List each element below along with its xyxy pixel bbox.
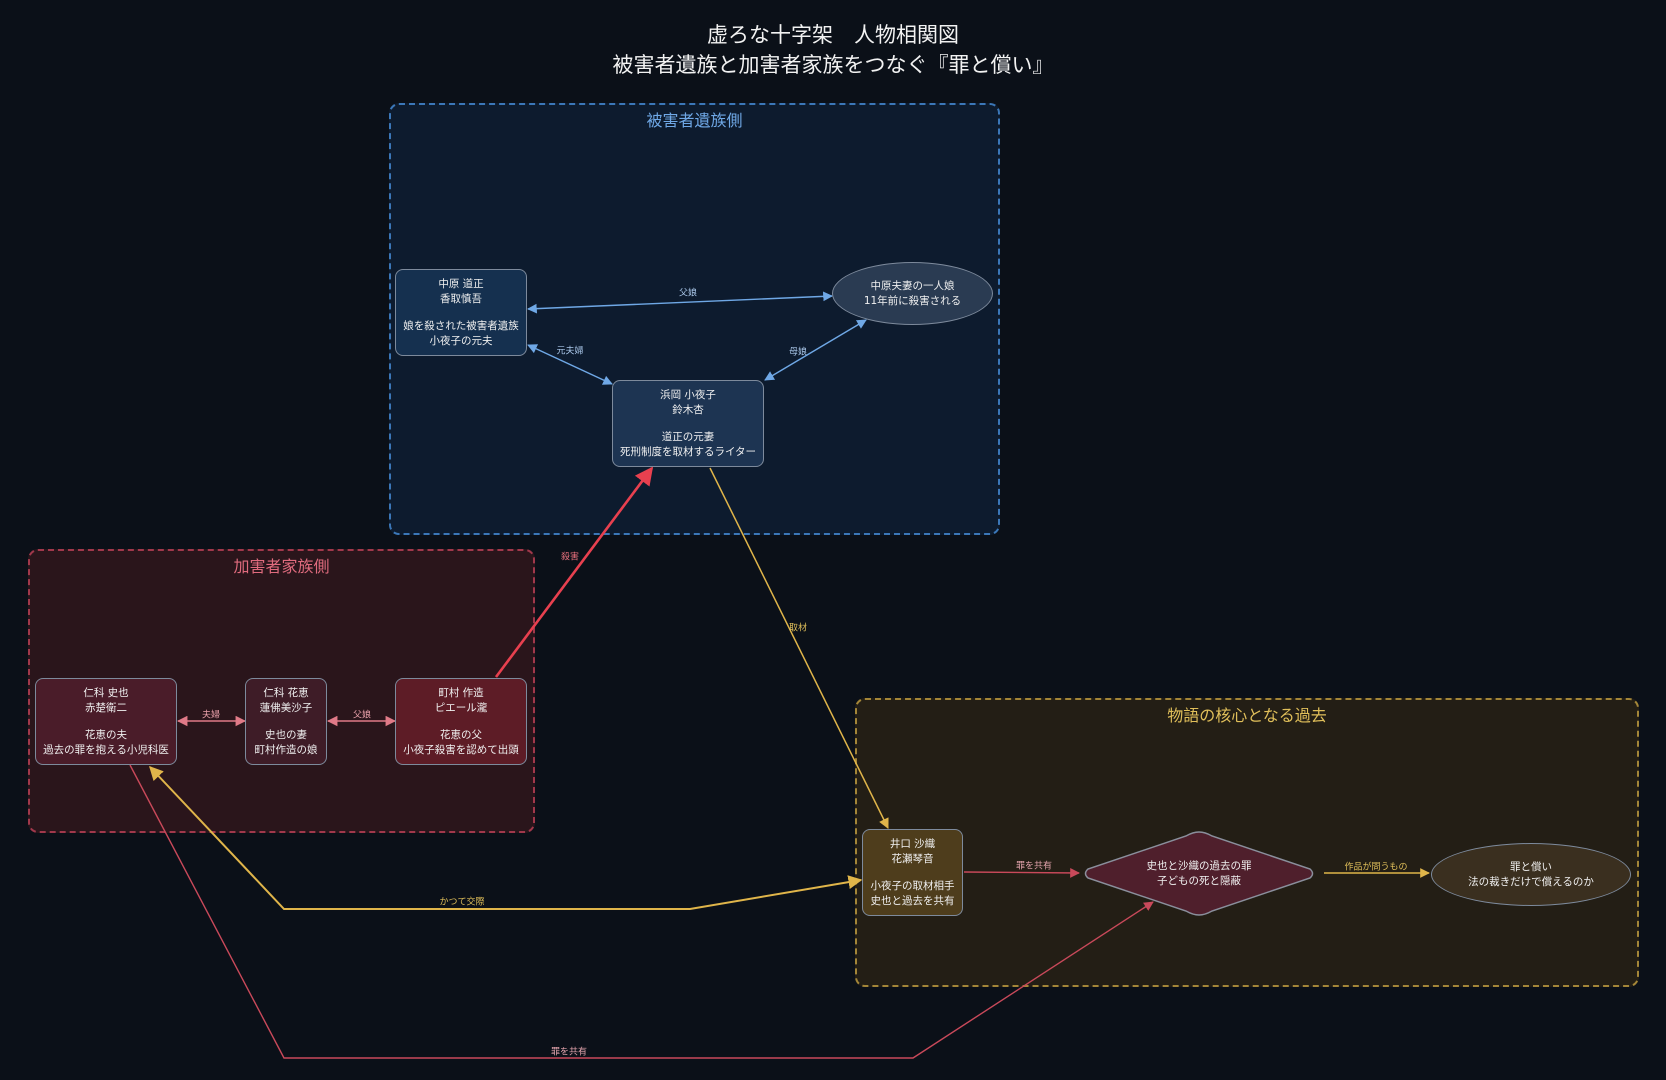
character-desc: 花恵の父 <box>440 728 482 741</box>
perp-group-label: 加害者家族側 <box>233 557 330 576</box>
edge-shared-sin-bottom <box>129 764 1154 1059</box>
character-desc: 小夜子殺害を認めて出頭 <box>403 743 519 756</box>
character-desc: 小夜子の取材相手 <box>870 879 955 892</box>
actor-name: 鈴木杏 <box>672 403 704 416</box>
node-machimura-sakuzo: 町村 作造 ピエール瀧 花恵の父 小夜子殺害を認めて出頭 <box>395 678 527 765</box>
edge-label-ex-couple: 元夫婦 <box>556 346 584 357</box>
character-desc: 史也の妻 <box>265 728 307 741</box>
edge-mother-daughter <box>764 319 867 381</box>
character-desc: 史也と過去を共有 <box>870 894 955 907</box>
edge-ex-couple <box>527 344 613 385</box>
edge-label-former-relationship: かつて交際 <box>439 897 485 908</box>
victim-group-label: 被害者遺族側 <box>646 111 743 130</box>
node-past-sin-diamond: 史也と沙織の過去の罪 子どもの死と隠蔽 <box>1082 831 1316 916</box>
edge-label-shared-sin: 罪を共有 <box>1015 861 1053 872</box>
node-hamaoka-sayoko: 浜岡 小夜子 鈴木杏 道正の元妻 死刑制度を取材するライター <box>612 380 764 467</box>
character-name: 仁科 史也 <box>83 686 129 699</box>
edge-former-relationship <box>149 765 863 910</box>
node-iguchi-saori: 井口 沙織 花瀬琴音 小夜子の取材相手 史也と過去を共有 <box>862 829 963 916</box>
edge-murder <box>494 466 654 678</box>
character-desc: 過去の罪を抱える小児科医 <box>43 743 169 756</box>
edge-label-question: 作品が問うもの <box>1344 862 1408 873</box>
character-name: 町村 作造 <box>438 686 484 699</box>
actor-name: 赤楚衛二 <box>85 701 127 714</box>
node-nishina-fumiya: 仁科 史也 赤楚衛二 花恵の夫 過去の罪を抱える小児科医 <box>35 678 177 765</box>
diagram-title: 虚ろな十字架 人物相関図 <box>707 23 959 47</box>
edge-label-interview: 取材 <box>788 623 808 634</box>
node-text: 罪と償い <box>1510 860 1552 873</box>
character-name: 中原 道正 <box>438 277 484 290</box>
edge-label-mother-daughter: 母娘 <box>788 347 808 358</box>
character-desc: 小夜子の元夫 <box>429 334 493 347</box>
node-text: 中原夫妻の一人娘 <box>870 279 955 292</box>
diagram-subtitle: 被害者遺族と加害者家族をつなぐ『罪と償い』 <box>612 53 1054 77</box>
node-nakahara-daughter: 中原夫妻の一人娘 11年前に殺害される <box>832 262 993 325</box>
core-past-group: 物語の核心となる過去 <box>855 698 1639 987</box>
actor-name: 蓮佛美沙子 <box>259 701 313 714</box>
actor-name: ピエール瀧 <box>434 701 488 714</box>
edge-label-shared-sin-bottom: 罪を共有 <box>550 1047 588 1058</box>
edge-interview <box>709 467 889 829</box>
node-nakahara-michimasa: 中原 道正 香取慎吾 娘を殺された被害者遺族 小夜子の元夫 <box>395 269 527 356</box>
character-desc: 死刑制度を取材するライター <box>619 445 757 458</box>
node-nishina-hanae: 仁科 花恵 蓮佛美沙子 史也の妻 町村作造の娘 <box>245 678 327 765</box>
edge-father-daughter <box>527 291 833 314</box>
character-desc: 花恵の夫 <box>85 728 127 741</box>
node-text: 史也と沙織の過去の罪 <box>1146 859 1252 872</box>
character-desc: 道正の元妻 <box>661 430 715 443</box>
edge-label-father-daughter-2: 父娘 <box>352 710 372 721</box>
character-desc: 娘を殺された被害者遺族 <box>403 319 519 332</box>
node-text: 11年前に殺害される <box>863 294 962 307</box>
actor-name: 香取慎吾 <box>440 292 482 305</box>
edge-label-spouses: 夫婦 <box>201 710 221 721</box>
node-text: 法の裁きだけで償えるのか <box>1468 875 1594 888</box>
edge-shared-sin <box>963 868 1080 878</box>
edge-label-murder: 殺害 <box>560 552 580 563</box>
character-name: 仁科 花恵 <box>263 686 309 699</box>
node-text: 子どもの死と隠蔽 <box>1157 874 1241 887</box>
character-name: 浜岡 小夜子 <box>660 388 716 401</box>
character-name: 井口 沙織 <box>889 837 936 850</box>
edge-label-father-daughter: 父娘 <box>678 288 698 299</box>
core-group-label: 物語の核心となる過去 <box>1167 706 1327 725</box>
actor-name: 花瀬琴音 <box>891 852 934 865</box>
node-theme-sin-and-atonement: 罪と償い 法の裁きだけで償えるのか <box>1431 843 1631 906</box>
character-desc: 町村作造の娘 <box>254 743 318 756</box>
diamond-shape <box>1084 831 1314 916</box>
